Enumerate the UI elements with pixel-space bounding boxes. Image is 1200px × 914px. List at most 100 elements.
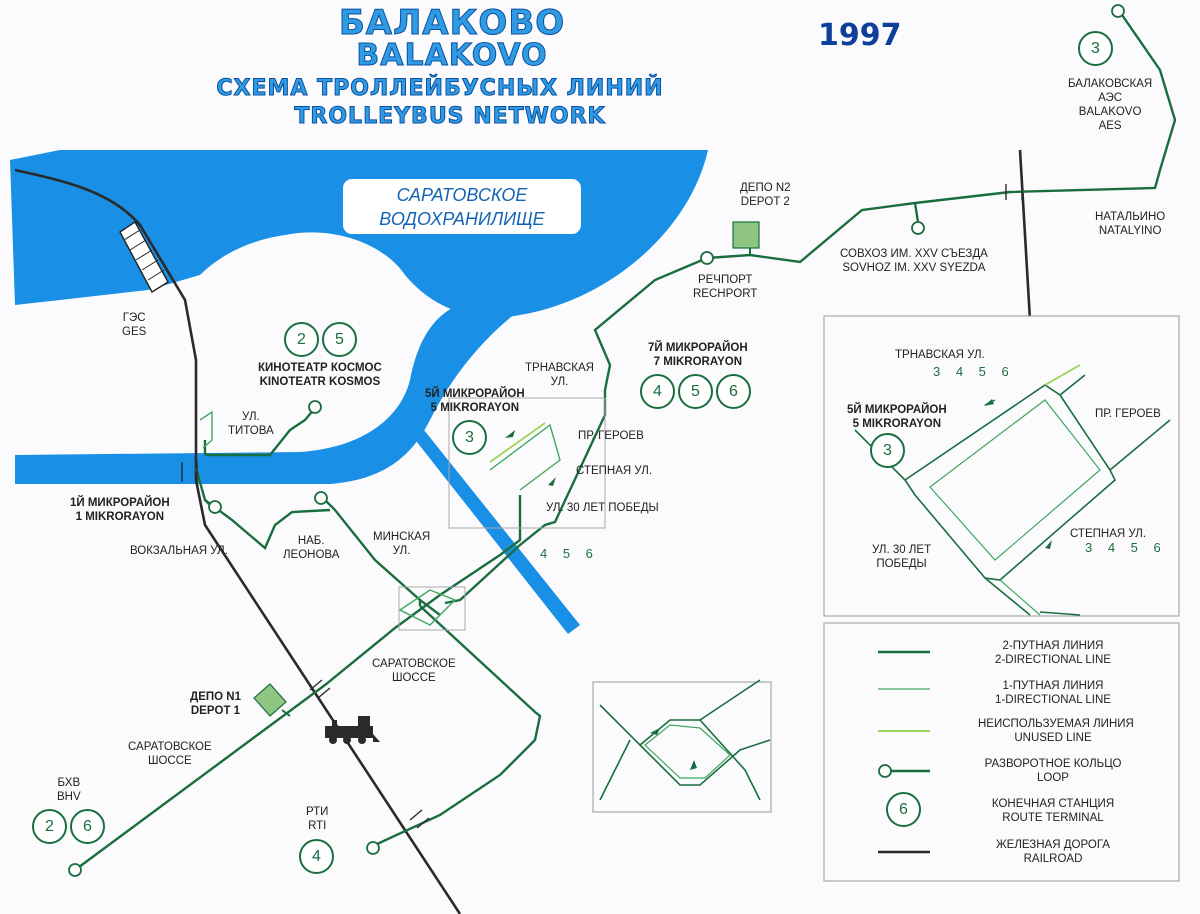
depot-1-label: ДЕПО N1 DEPOT 1 xyxy=(190,690,241,718)
leonova-line-2: ЛЕОНОВА xyxy=(283,549,340,561)
titova-line-1: УЛ. xyxy=(242,411,260,423)
reservoir-label: САРАТОВСКОЕ ВОДОХРАНИЛИЩЕ xyxy=(343,179,581,234)
mkr7-label: 7Й МИКРОРАЙОН 7 MIKRORAYON xyxy=(648,341,748,369)
depot-1-icon xyxy=(253,683,291,717)
mkr5-label: 5Й МИКРОРАЙОН 5 MIKRORAYON xyxy=(425,387,525,415)
legend-terminal-ru: КОНЕЧНАЯ СТАНЦИЯ xyxy=(991,798,1115,810)
depot-2-ru: ДЕПО N2 xyxy=(740,182,791,194)
rti-en: RTI xyxy=(308,820,327,832)
legend-one-way-en: 1-DIRECTIONAL LINE xyxy=(995,694,1111,706)
kosmos-ru: КИНОТЕАТР КОСМОС xyxy=(258,362,382,374)
depot-1-ru: ДЕПО N1 xyxy=(190,691,241,703)
saratov-shosse-label: САРАТОВСКОЕ ШОССЕ xyxy=(372,657,456,685)
mkr7-ru: 7Й МИКРОРАЙОН xyxy=(648,342,748,354)
legend-loop-en: LOOP xyxy=(1037,772,1069,784)
saratov-shosse-south-line-1: САРАТОВСКОЕ xyxy=(128,741,212,753)
legend-terminal: КОНЕЧНАЯ СТАНЦИЯ ROUTE TERMINAL xyxy=(978,797,1128,825)
legend-unused-ru: НЕИСПОЛЬЗУЕМАЯ ЛИНИЯ xyxy=(978,718,1134,730)
subtitle-ru: СХЕМА ТРОЛЛЕЙБУСНЫХ ЛИНИЙ xyxy=(216,76,664,102)
reservoir-line-2: ВОДОХРАНИЛИЩЕ xyxy=(379,209,545,229)
kosmos-en: KINOTEATR KOSMOS xyxy=(259,376,381,388)
sovhoz-ru: СОВХОЗ ИМ. XXV СЪЕЗДА xyxy=(840,248,988,260)
aes-label: БАЛАКОВСКАЯ АЭС BALAKOVO AES xyxy=(1068,77,1152,133)
titova-line-2: ТИТОВА xyxy=(228,425,274,437)
loop-aes xyxy=(1111,4,1125,18)
bhv-label: БХВ BHV xyxy=(57,776,81,804)
year: 1997 xyxy=(818,18,902,53)
legend-two-way-ru: 2-ПУТНАЯ ЛИНИЯ xyxy=(1002,640,1104,652)
bhv-en: BHV xyxy=(57,791,81,803)
trnavskaya-line-1: ТРНАВСКАЯ xyxy=(525,362,594,374)
loop-leonova xyxy=(314,491,328,505)
loop-sovhoz xyxy=(911,221,925,235)
natalyino-label: НАТАЛЬИНО NATALYINO xyxy=(1095,210,1165,238)
mkr1-label: 1Й МИКРОРАЙОН 1 MIKRORAYON xyxy=(70,496,170,524)
legend-one-way: 1-ПУТНАЯ ЛИНИЯ 1-DIRECTIONAL LINE xyxy=(978,679,1128,707)
minskaya-line-1: МИНСКАЯ xyxy=(373,531,431,543)
leonova-label: НАБ. ЛЕОНОВА xyxy=(283,534,339,562)
terminal-mkr7-a: 4 xyxy=(640,374,675,409)
legend-unused-en: UNUSED LINE xyxy=(1014,732,1092,744)
loop-bhv xyxy=(68,863,82,877)
depot-2-label: ДЕПО N2 DEPOT 2 xyxy=(740,181,791,209)
terminal-kosmos-a: 2 xyxy=(284,322,319,357)
inset-mkr5-label: 5Й МИКРОРАЙОН 5 MIKRORAYON xyxy=(847,403,947,431)
routes-456-label: 4 5 6 xyxy=(540,546,599,561)
rti-ru: РТИ xyxy=(306,806,329,818)
mkr7-en: 7 MIKRORAYON xyxy=(653,356,743,368)
mkr1-ru: 1Й МИКРОРАЙОН xyxy=(70,497,170,509)
kosmos-label: КИНОТЕАТР КОСМОС KINOTEATR KOSMOS xyxy=(258,361,382,389)
legend-one-way-ru: 1-ПУТНАЯ ЛИНИЯ xyxy=(1002,680,1104,692)
terminal-kosmos-b: 5 xyxy=(322,322,357,357)
ges-ru: ГЭС xyxy=(122,312,146,324)
legend-loop: РАЗВОРОТНОЕ КОЛЬЦО LOOP xyxy=(978,757,1128,785)
legend-loop-ru: РАЗВОРОТНОЕ КОЛЬЦО xyxy=(984,758,1122,770)
loops xyxy=(68,4,1125,877)
saratov-shosse-south-line-2: ШОССЕ xyxy=(147,755,192,767)
aes-line-2: АЭС xyxy=(1098,92,1123,104)
ges-label: ГЭС GES xyxy=(122,311,146,339)
leonova-line-1: НАБ. xyxy=(297,535,325,547)
reservoir-line-1: САРАТОВСКОЕ xyxy=(396,185,528,205)
legend-terminal-icon: 6 xyxy=(886,792,921,827)
sovhoz-label: СОВХОЗ ИМ. XXV СЪЕЗДА SOVHOZ IM. XXV SYE… xyxy=(840,247,988,275)
vokzalnaya-label: ВОКЗАЛЬНАЯ УЛ. xyxy=(130,545,228,557)
mkr5-ru: 5Й МИКРОРАЙОН xyxy=(425,388,525,400)
zoom-box-mkr5 xyxy=(448,397,606,529)
legend-railroad-en: RAILROAD xyxy=(1023,853,1083,865)
terminal-mkr5: 3 xyxy=(452,420,487,455)
legend-symbols xyxy=(823,622,1180,882)
minskaya-label: МИНСКАЯ УЛ. xyxy=(373,530,430,558)
direction-arrows xyxy=(505,430,556,486)
loop-mkr1 xyxy=(208,500,222,514)
depot-1-en: DEPOT 1 xyxy=(190,705,241,717)
terminal-bhv-b: 6 xyxy=(70,809,105,844)
saratov-shosse-line-1: САРАТОВСКОЕ xyxy=(372,658,456,670)
channel xyxy=(398,410,580,634)
rechport-en: RECHPORT xyxy=(693,288,758,300)
inset-stepnaya-label: СТЕПНАЯ УЛ. xyxy=(1070,528,1147,540)
legend-two-way-en: 2-DIRECTIONAL LINE xyxy=(995,654,1111,666)
depot-2-en: DEPOT 2 xyxy=(740,196,790,208)
dam-icon xyxy=(119,220,169,293)
natalyino-en: NATALYINO xyxy=(1098,225,1162,237)
aes-line-3: BALAKOVO xyxy=(1078,106,1142,118)
inset-trnavskaya-nums: 3 4 5 6 xyxy=(933,364,1015,379)
river-band xyxy=(15,300,520,484)
inset-pobedy-line-2: ПОБЕДЫ xyxy=(876,558,927,570)
rti-label: РТИ RTI xyxy=(306,805,328,833)
legend-railroad: ЖЕЛЕЗНАЯ ДОРОГА RAILROAD xyxy=(978,838,1128,866)
geroev-label: ПР. ГЕРОЕВ xyxy=(578,430,644,442)
inset-mkr5-ru: 5Й МИКРОРАЙОН xyxy=(847,404,947,416)
one-way-lines xyxy=(199,410,561,626)
inset-terminal-mkr5: 3 xyxy=(870,433,905,468)
rail-crossings xyxy=(181,184,1023,829)
stepnaya-label: СТЕПНАЯ УЛ. xyxy=(576,465,653,477)
saratov-shosse-south-label: САРАТОВСКОЕ ШОССЕ xyxy=(128,740,212,768)
pobedy-label: УЛ. 30 ЛЕТ ПОБЕДЫ xyxy=(546,502,659,514)
inset-geroev-label: ПР. ГЕРОЕВ xyxy=(1095,408,1161,420)
title-ru: БАЛАКОВО xyxy=(338,3,566,44)
loop-rti xyxy=(366,841,380,855)
subtitle-en: TROLLEYBUS NETWORK xyxy=(294,104,606,130)
